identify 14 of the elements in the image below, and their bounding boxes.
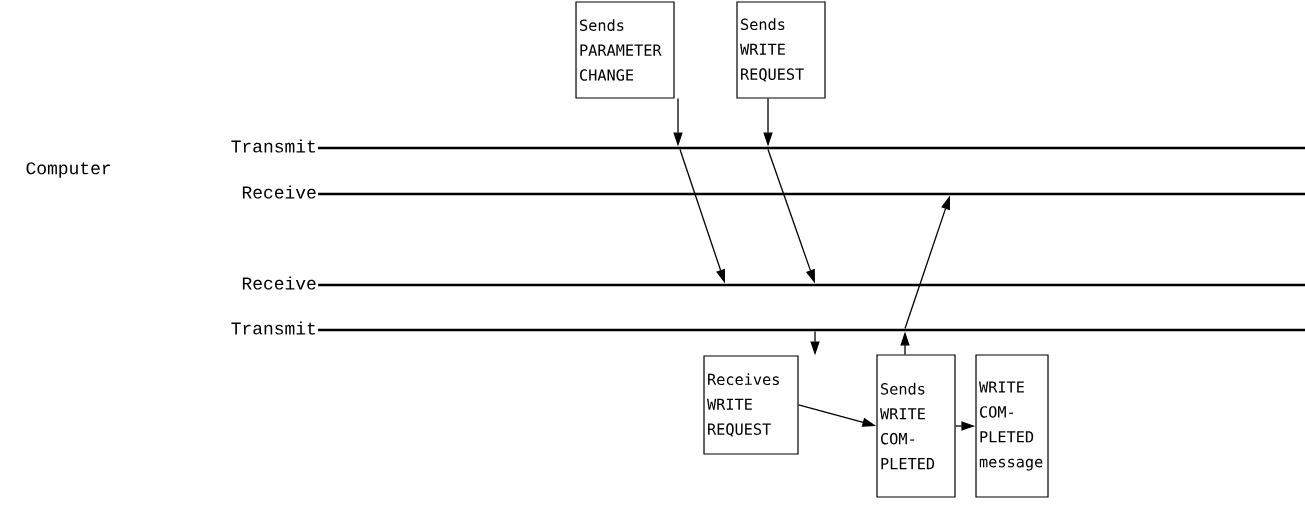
process-box: Sends PARAMETER CHANGE [575, 1, 675, 99]
process-box: Sends WRITE COM- PLETED [876, 354, 956, 498]
timeline: Transmit [231, 321, 1305, 335]
node-label: Receive [242, 276, 316, 290]
timeline: Receive [242, 276, 1305, 290]
timeline: Transmit [231, 139, 1305, 153]
process-box: WRITE COM- PLETED message [975, 354, 1049, 498]
node-label: Receive [242, 185, 316, 199]
timeline: Receive [242, 185, 1305, 199]
node-label: Transmit [231, 139, 315, 153]
node-label: Transmit [231, 321, 315, 335]
side-label: Computer [26, 162, 110, 178]
process-box: Sends WRITE REQUEST [736, 1, 826, 99]
process-box: Receives WRITE REQUEST [703, 355, 799, 455]
